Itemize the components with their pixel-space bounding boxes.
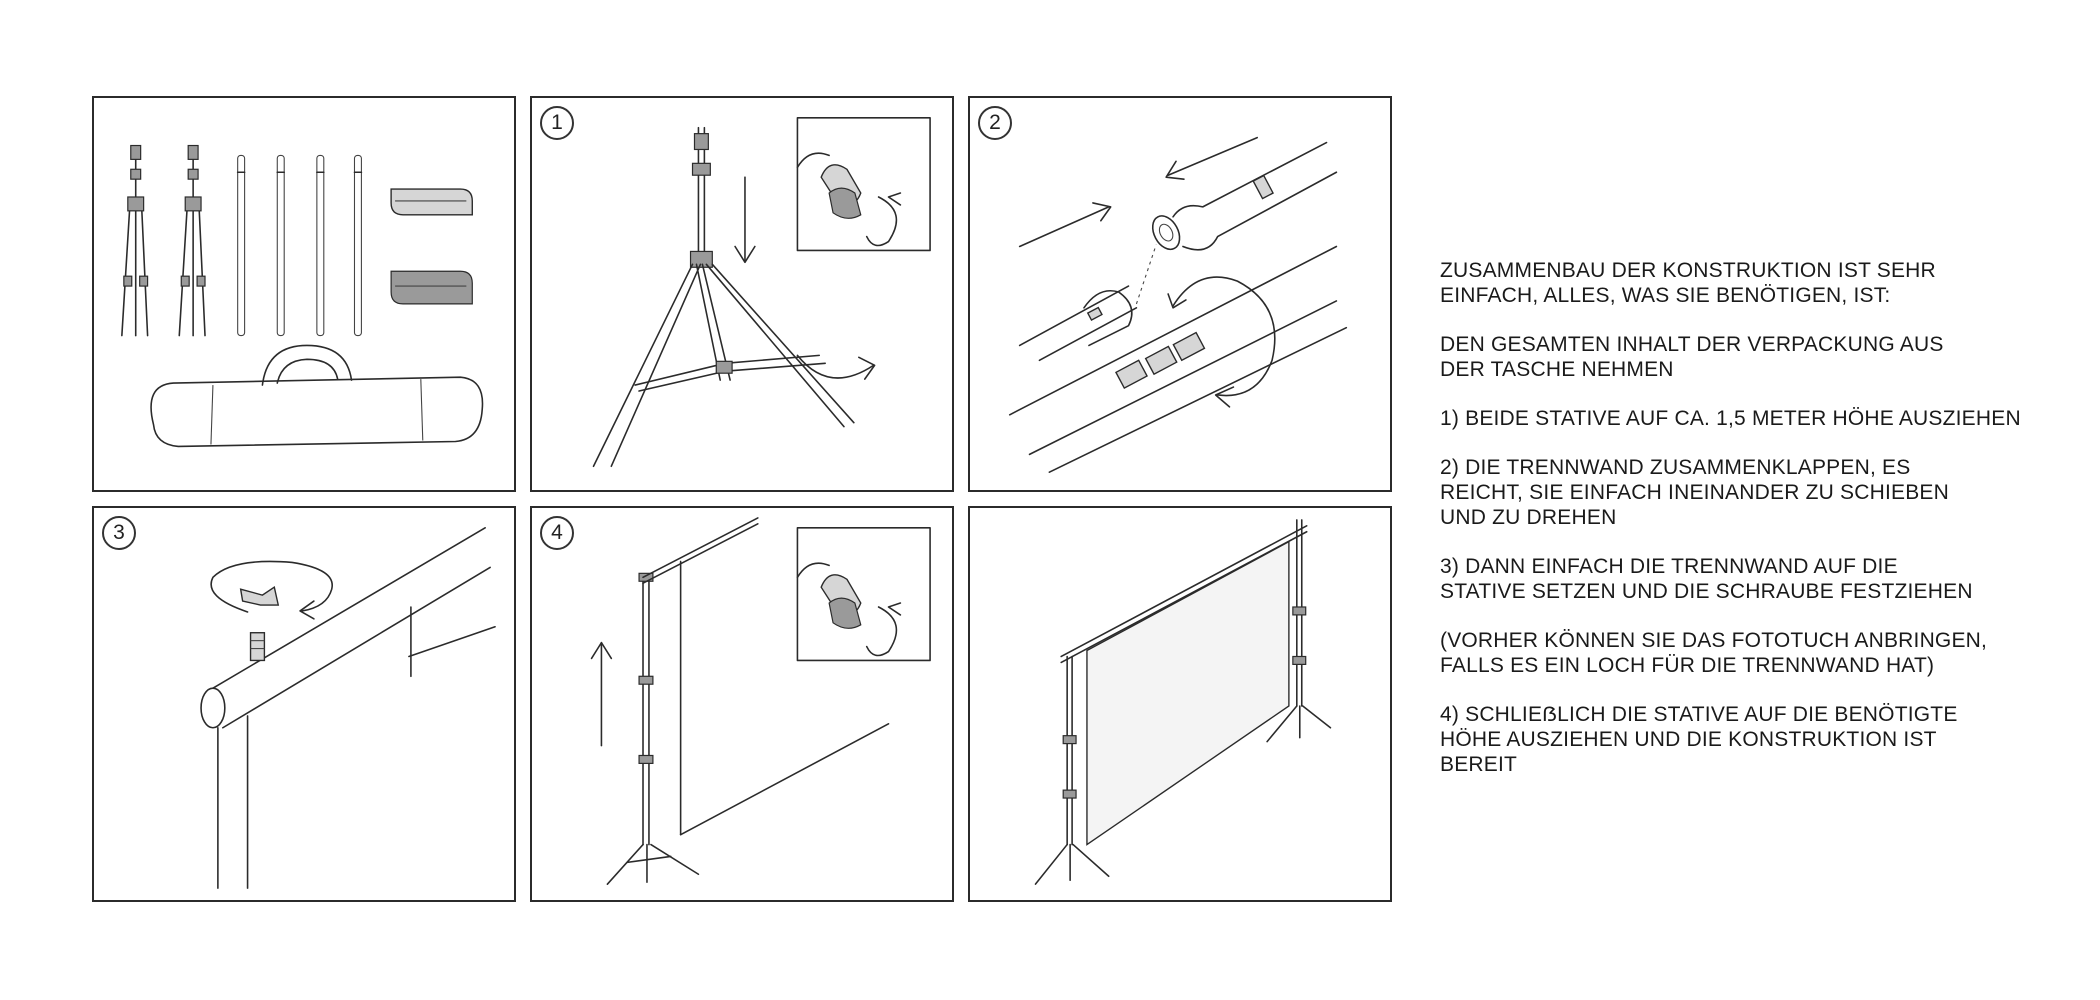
assembly-instructions: ZUSAMMENBAU DER KONSTRUKTION IST SEHR EI… <box>1440 258 2085 801</box>
finished-illustration <box>1034 519 1332 885</box>
step-2-illustration <box>1008 136 1348 473</box>
finished-panel <box>968 506 1392 902</box>
contents-illustration <box>121 144 484 448</box>
tripod-stand-icon <box>592 126 855 468</box>
instructions-step-2: 2) DIE TRENNWAND ZUSAMMENKLAPPEN, ES REI… <box>1440 456 1949 529</box>
carry-bag-icon <box>150 344 484 448</box>
step-1-illustration <box>592 117 931 468</box>
crossbar-pole-icon <box>200 527 496 889</box>
arrow-icon <box>1018 136 1259 248</box>
crossbar-pole-icon <box>1060 525 1308 846</box>
tripod-stand-icon <box>1034 655 1110 885</box>
tripod-stand-icon <box>178 144 206 337</box>
clamp-icon <box>390 270 473 305</box>
step-3-illustration <box>200 527 496 889</box>
step-4-panel: 4 <box>530 506 954 902</box>
instructions-note: (VORHER KÖNNEN SIE DAS FOTOTUCH ANBRINGE… <box>1440 629 1988 677</box>
instructions-step-0: DEN GESAMTEN INHALT DER VERPACKUNG AUS D… <box>1440 333 1944 381</box>
step-number-badge: 2 <box>978 106 1012 140</box>
tripod-stand-icon <box>121 144 149 337</box>
rotate-arrow-icon <box>210 560 333 620</box>
step-1-panel: 1 <box>530 96 954 492</box>
crossbar-pole-icon <box>642 517 890 836</box>
instructions-step-3: 3) DANN EINFACH DIE TRENNWAND AUF DIE ST… <box>1440 555 1973 603</box>
rotate-arrow-icon <box>1167 276 1276 408</box>
step-2-panel: 2 <box>968 96 1392 492</box>
arrow-icon <box>590 641 613 747</box>
step-number-badge: 1 <box>540 106 574 140</box>
contents-panel <box>92 96 516 492</box>
instructions-step-1: 1) BEIDE STATIVE AUF CA. 1,5 METER HÖHE … <box>1440 407 2021 430</box>
crossbar-pole-icon <box>1008 141 1348 473</box>
step-number-badge: 4 <box>540 516 574 550</box>
wing-screw-icon <box>796 117 931 252</box>
instructions-intro: ZUSAMMENBAU DER KONSTRUKTION IST SEHR EI… <box>1440 259 1936 307</box>
wing-screw-icon <box>239 586 280 662</box>
crossbar-pole-icon <box>236 154 363 337</box>
arrow-icon <box>734 176 756 264</box>
step-number-badge: 3 <box>102 516 136 550</box>
clamp-icon <box>390 188 473 216</box>
tripod-stand-icon <box>606 572 700 885</box>
instructions-step-4: 4) SCHLIEẞLICH DIE STATIVE AUF DIE BENÖT… <box>1440 703 1958 776</box>
step-4-illustration <box>590 517 931 885</box>
wing-screw-icon <box>796 527 931 662</box>
tripod-stand-icon <box>1266 519 1332 743</box>
step-3-panel: 3 <box>92 506 516 902</box>
rotate-arrow-icon <box>796 354 876 380</box>
